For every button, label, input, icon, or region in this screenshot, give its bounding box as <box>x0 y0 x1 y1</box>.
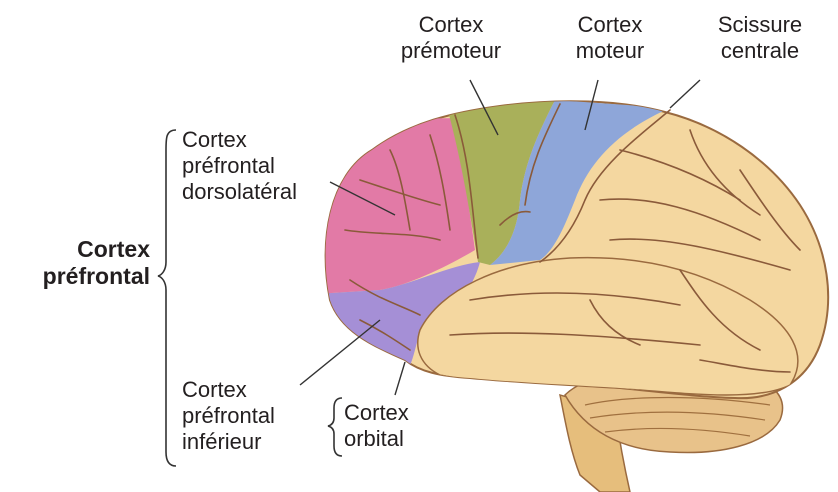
label-line: Cortex <box>555 12 665 38</box>
label-line: prémoteur <box>372 38 530 64</box>
label-line: inférieur <box>182 429 275 455</box>
label-motor-cortex: Cortex moteur <box>555 12 665 64</box>
label-inferior-prefrontal-cortex: Cortex préfrontal inférieur <box>182 377 275 455</box>
prefrontal-brace <box>158 130 176 466</box>
label-central-sulcus: Scissure centrale <box>695 12 825 64</box>
label-dorsolateral-prefrontal-cortex: Cortex préfrontal dorsolatéral <box>182 127 297 205</box>
label-line: centrale <box>695 38 825 64</box>
orbital-brace <box>328 398 342 456</box>
label-line: préfrontal <box>182 153 297 179</box>
label-orbital-cortex: Cortex orbital <box>344 400 409 452</box>
label-line: orbital <box>344 426 409 452</box>
leader-central-sulcus <box>670 80 700 108</box>
label-premotor-cortex: Cortex prémoteur <box>372 12 530 64</box>
label-line: préfrontal <box>10 263 150 290</box>
leader-inferior <box>300 320 380 385</box>
label-line: moteur <box>555 38 665 64</box>
label-line: Cortex <box>344 400 409 426</box>
label-line: Scissure <box>695 12 825 38</box>
label-line: Cortex <box>10 236 150 263</box>
label-line: Cortex <box>372 12 530 38</box>
label-line: Cortex <box>182 127 297 153</box>
label-line: Cortex <box>182 377 275 403</box>
label-line: préfrontal <box>182 403 275 429</box>
label-prefrontal-cortex: Cortex préfrontal <box>10 236 150 290</box>
label-line: dorsolatéral <box>182 179 297 205</box>
leader-orbital <box>395 362 405 395</box>
